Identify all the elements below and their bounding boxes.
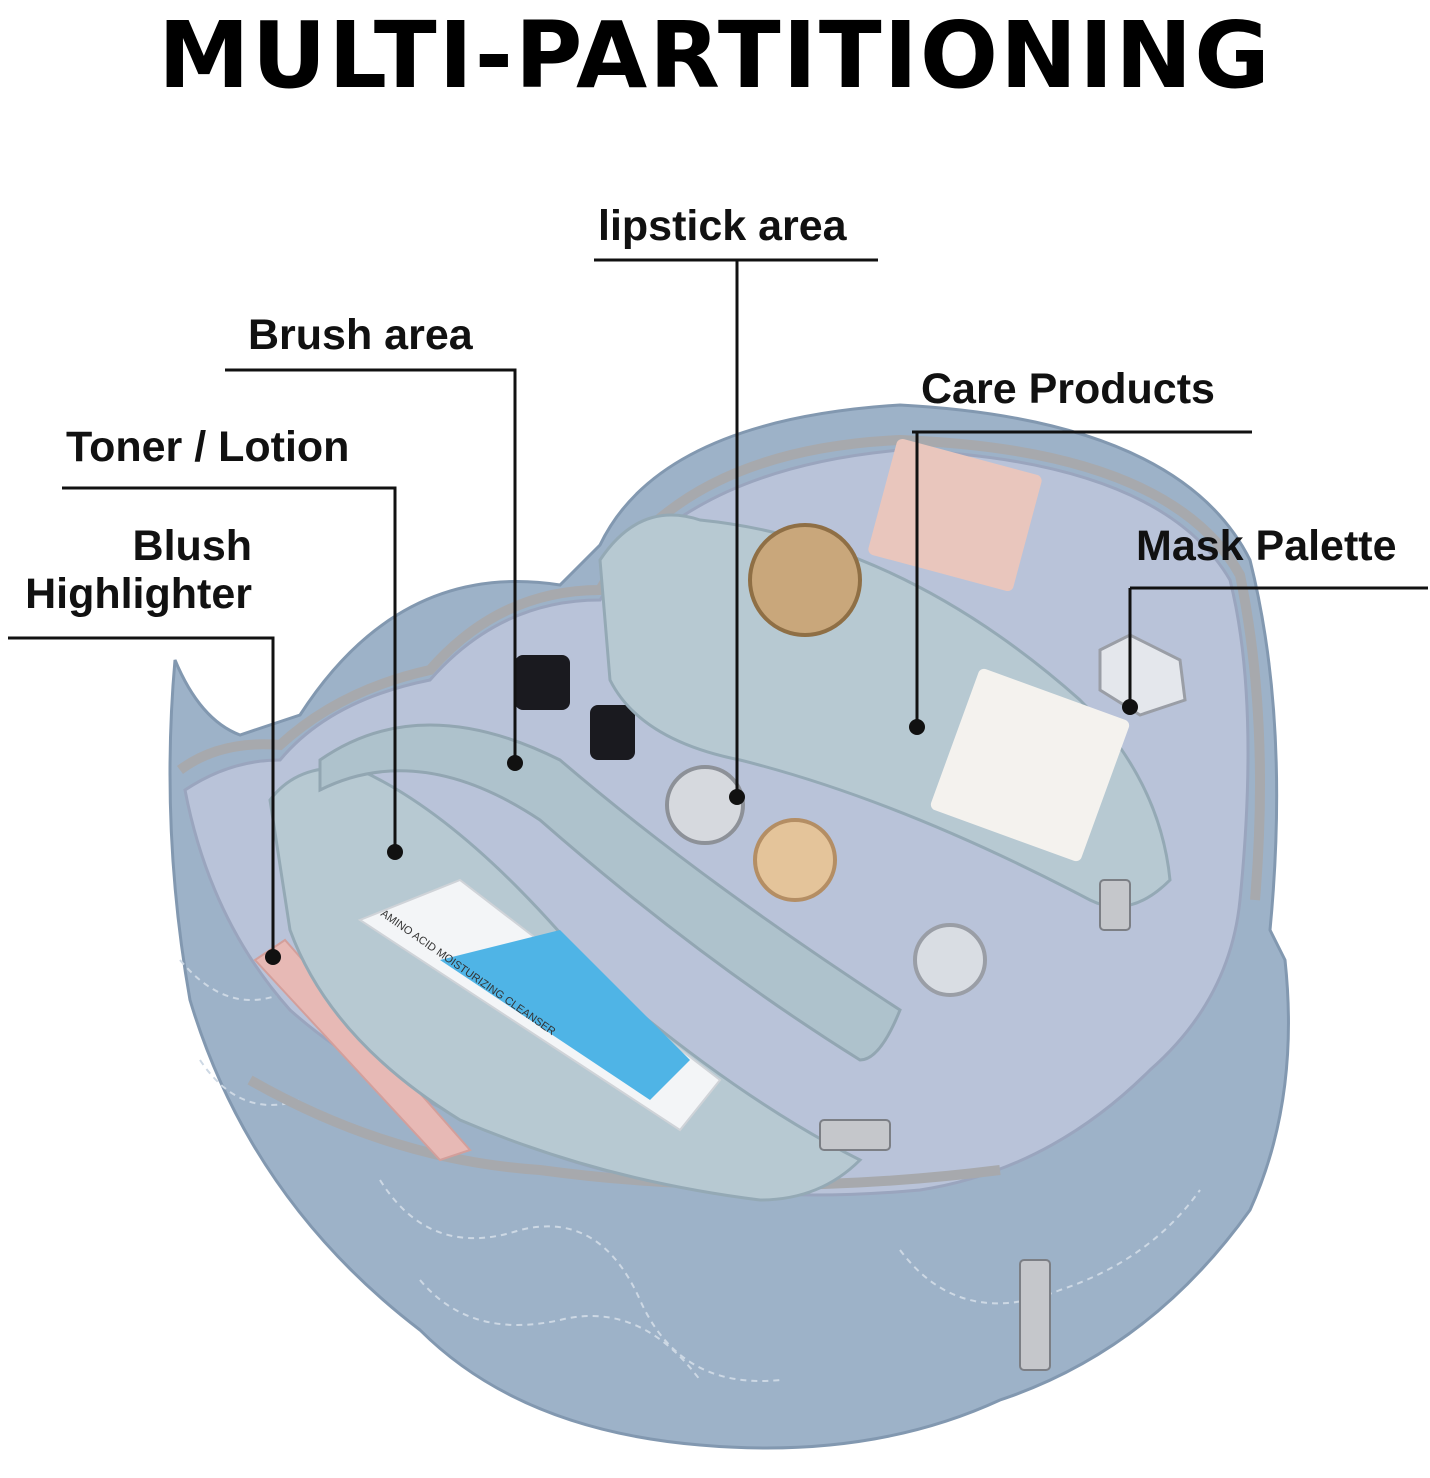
leader-blush — [8, 636, 275, 955]
gold-compact — [753, 818, 837, 902]
leader-brush — [225, 368, 517, 760]
leader-dot — [909, 719, 925, 735]
pouch-middle — [318, 723, 902, 1062]
label-blush: Blush — [132, 522, 252, 570]
leader-dot — [729, 789, 745, 805]
leader-lipstick — [594, 258, 878, 795]
label-highlighter: Highlighter — [25, 570, 252, 618]
leader-dot — [507, 755, 523, 771]
zipper-pull — [1019, 1259, 1051, 1371]
zipper-track — [177, 434, 1265, 901]
zipper-pull — [819, 1119, 891, 1151]
blush-palette — [253, 938, 472, 1162]
label-toner-lotion: Toner / Lotion — [66, 423, 350, 471]
leader-dot — [1122, 699, 1138, 715]
pink-compact — [868, 438, 1042, 592]
white-bottle — [930, 668, 1130, 862]
zipper-pull — [1099, 879, 1131, 931]
lipstick-cap — [590, 705, 635, 760]
page-title: MULTI-PARTITIONING — [158, 2, 1272, 109]
leader-mask — [1128, 586, 1428, 705]
leader-care — [912, 430, 1252, 725]
perfume-cap — [913, 923, 987, 997]
lipstick-cap — [515, 655, 570, 710]
label-blush-highlighter: Blush Highlighter — [2, 522, 252, 618]
silver-cap — [665, 765, 745, 845]
leader-toner — [62, 486, 397, 850]
label-lipstick-area: lipstick area — [598, 202, 847, 250]
leader-dot — [387, 844, 403, 860]
label-care-products: Care Products — [921, 365, 1215, 413]
label-mask-palette: Mask Palette — [1136, 522, 1397, 570]
gold-jar — [748, 523, 862, 637]
label-brush-area: Brush area — [248, 311, 473, 359]
leader-dot — [265, 949, 281, 965]
